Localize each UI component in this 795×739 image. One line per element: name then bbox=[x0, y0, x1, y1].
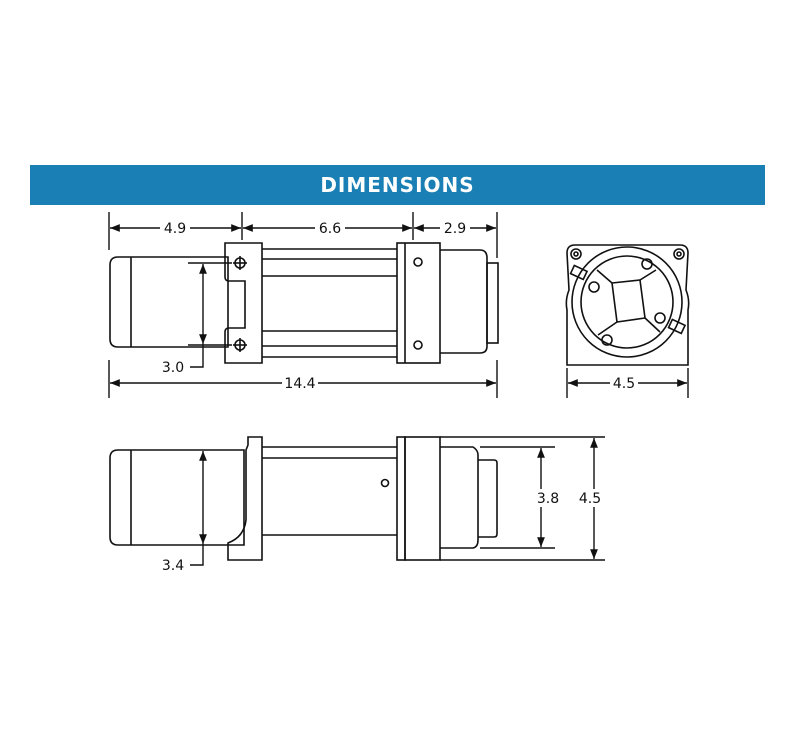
motor bbox=[109, 256, 229, 348]
side-dimension-lines bbox=[440, 436, 605, 561]
bolt-hole-icon bbox=[233, 256, 247, 352]
side-bracket bbox=[227, 436, 263, 561]
end-width-dimension-lines bbox=[566, 368, 689, 398]
left-bracket bbox=[224, 242, 263, 364]
motor-height-dimension-lines bbox=[190, 451, 207, 566]
motor-inner-ring bbox=[580, 255, 674, 349]
end-plate bbox=[565, 244, 690, 366]
motor-side bbox=[109, 449, 245, 546]
dim-gearbox-label: 2.9 bbox=[444, 221, 466, 237]
terminal-left bbox=[569, 264, 589, 281]
corner-bolt-icon bbox=[570, 248, 685, 260]
banner-title: DIMENSIONS bbox=[320, 173, 475, 197]
dim-motor-height-label: 3.4 bbox=[162, 558, 184, 574]
end-view: 4.5 bbox=[565, 244, 690, 398]
motor-outer-ring bbox=[571, 246, 683, 358]
mount-hole-icon bbox=[588, 258, 666, 346]
dim-end-width-label: 4.5 bbox=[613, 376, 635, 392]
dim-overall-length-label: 14.4 bbox=[284, 376, 315, 392]
bolt-icon bbox=[413, 340, 423, 350]
top-view: 4.9 6.6 2.9 3.0 14.4 bbox=[108, 212, 499, 398]
top-dimension-lines bbox=[108, 212, 498, 258]
tie-rods bbox=[262, 248, 397, 358]
motor-spokes bbox=[596, 269, 661, 336]
gear-end-cap bbox=[440, 446, 479, 549]
dim-gear-height-label: 4.5 bbox=[579, 491, 601, 507]
gear-housing-side bbox=[404, 436, 441, 561]
terminal-right bbox=[667, 318, 687, 335]
gear-end-boss bbox=[478, 459, 498, 538]
side-view: 3.8 4.5 3.4 bbox=[109, 436, 605, 574]
dim-motor-label: 4.9 bbox=[164, 221, 186, 237]
motor-square bbox=[611, 279, 646, 323]
drum-tube bbox=[262, 446, 397, 536]
dim-gear-inner-label: 3.8 bbox=[537, 491, 559, 507]
bolt-icon bbox=[413, 257, 423, 267]
right-bracket bbox=[396, 242, 441, 364]
dim-drum-label: 6.6 bbox=[319, 221, 341, 237]
gear-flange bbox=[396, 436, 406, 561]
shaft bbox=[486, 262, 499, 344]
overall-length-dimension-lines bbox=[108, 360, 498, 398]
dimensions-banner: DIMENSIONS bbox=[30, 165, 765, 205]
gear-housing bbox=[440, 249, 488, 354]
bolt-spacing-dimension-lines bbox=[188, 262, 232, 368]
dim-bolt-spacing-label: 3.0 bbox=[162, 360, 184, 376]
